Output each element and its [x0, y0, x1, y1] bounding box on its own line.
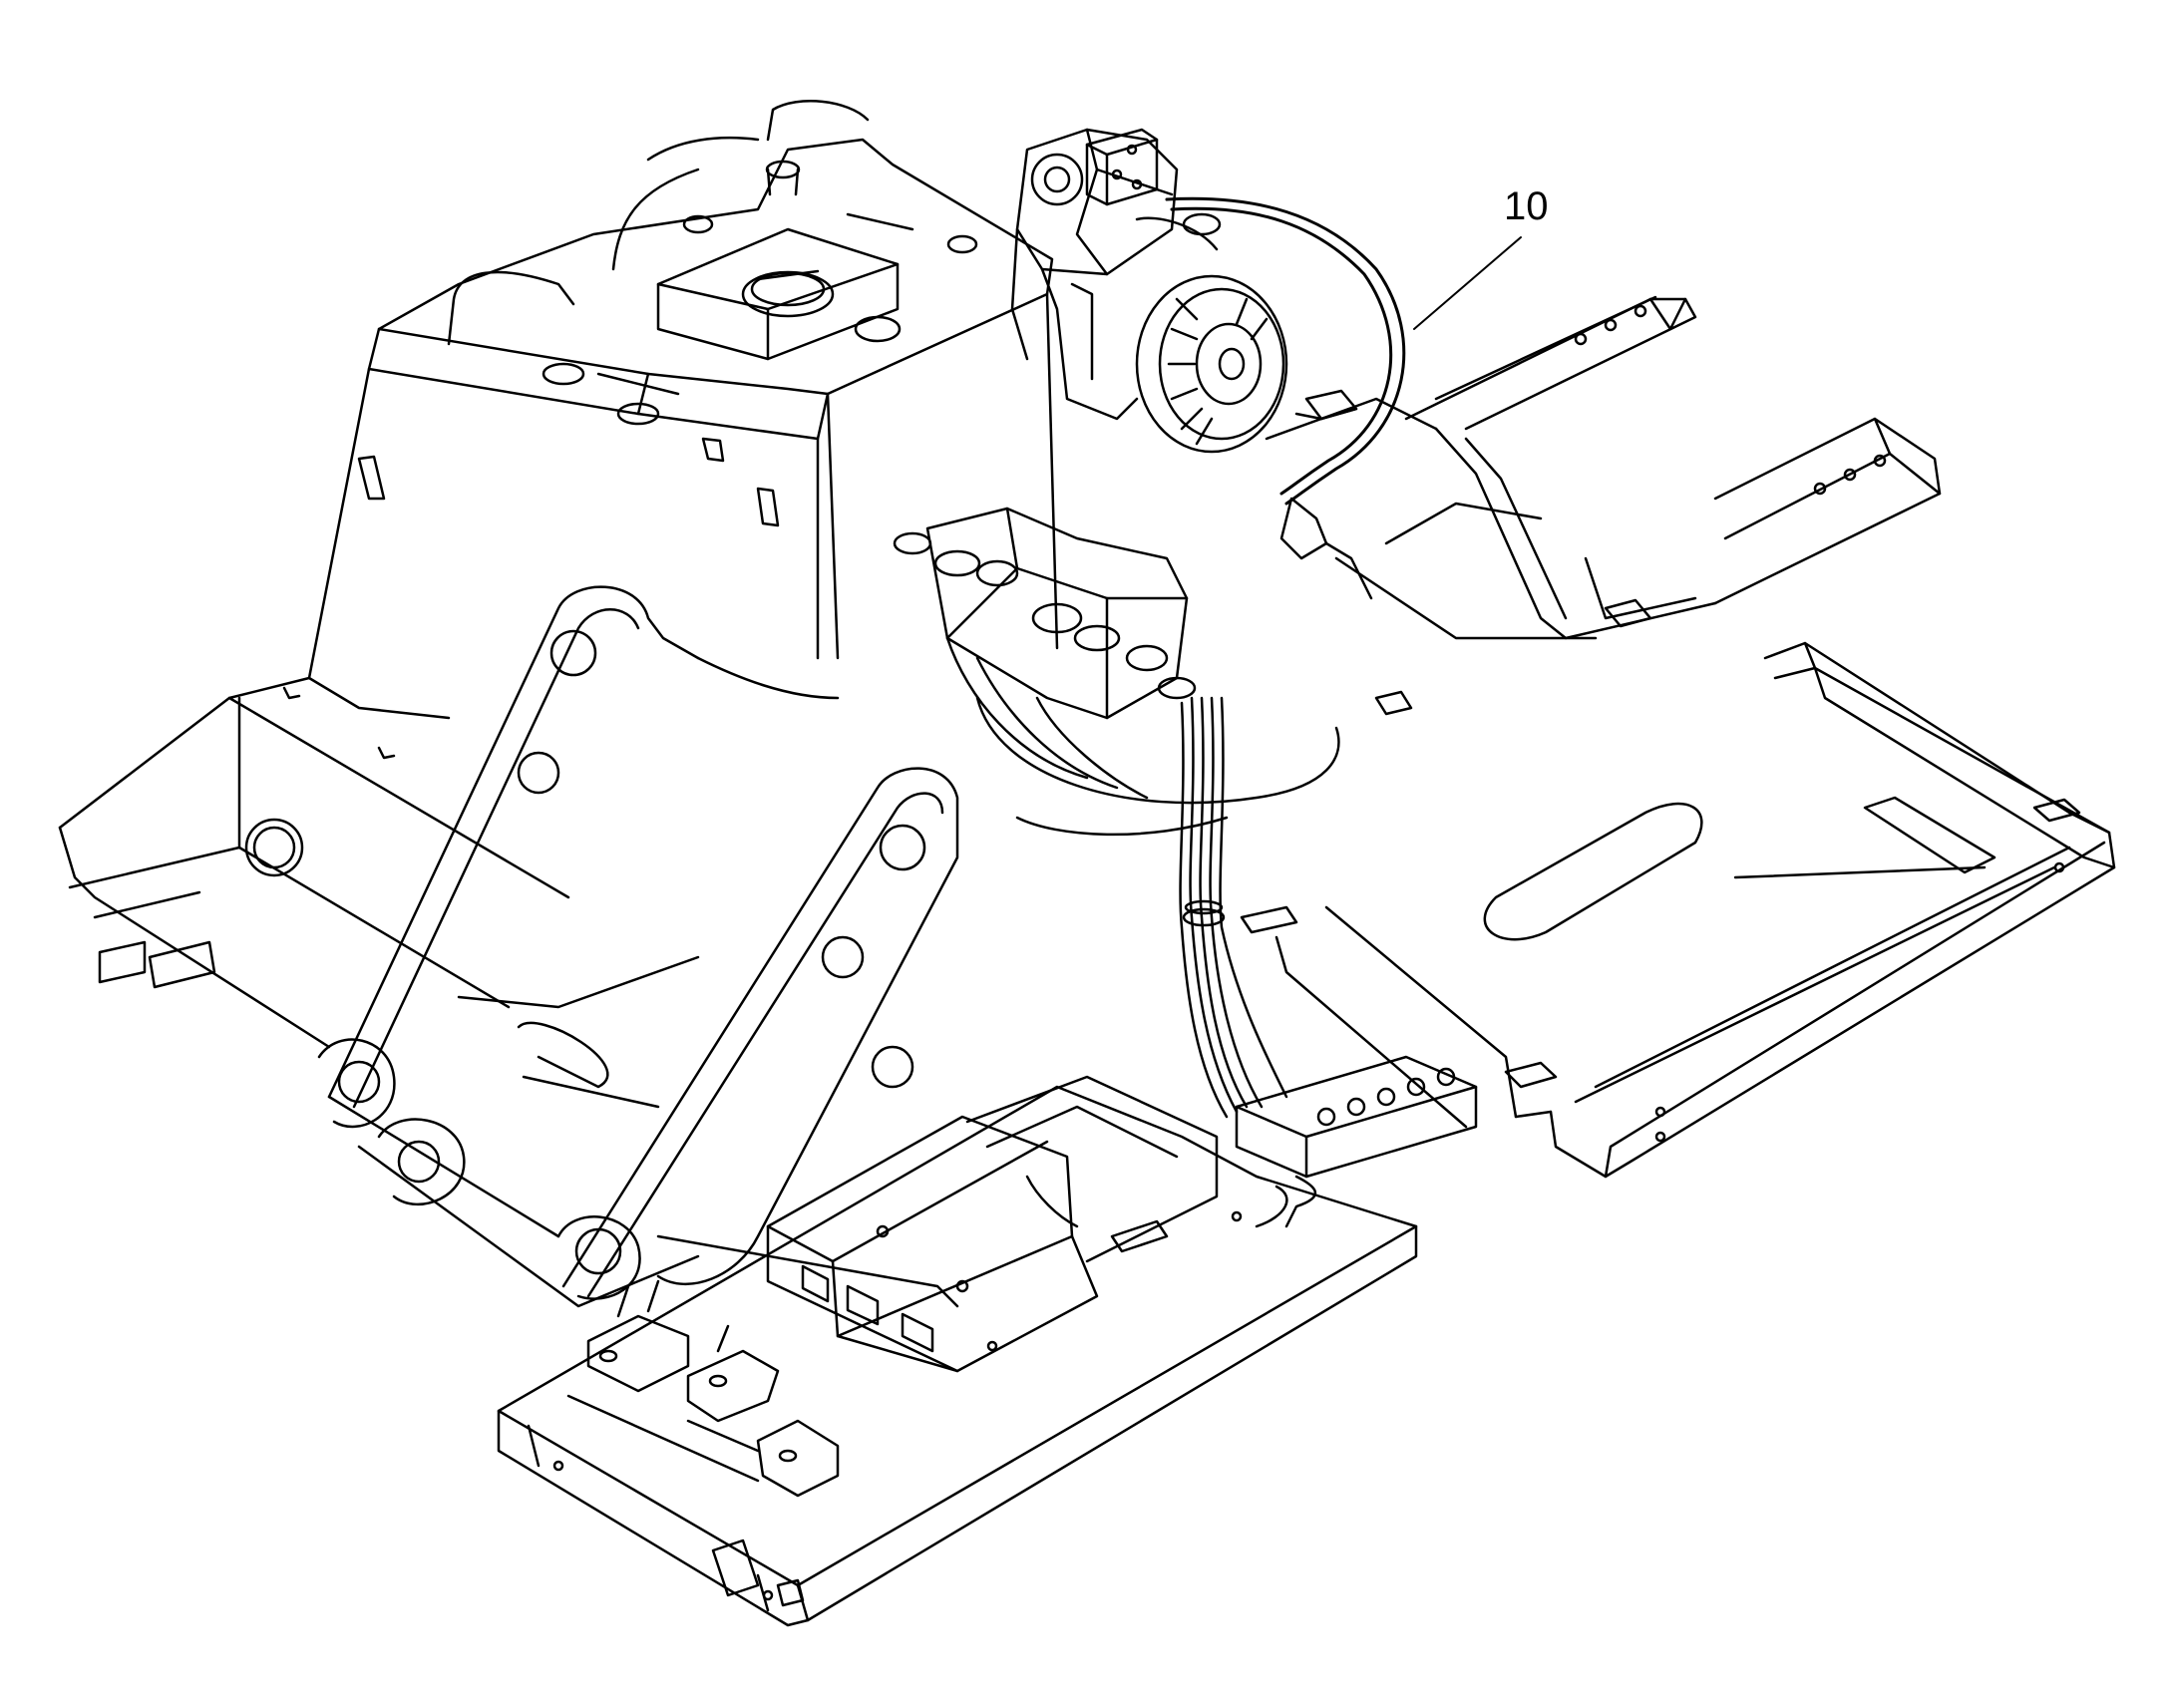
chassis-frame: [1265, 295, 1942, 716]
operator-platform: [497, 1075, 1418, 1627]
hose-bundle: [1179, 696, 1478, 1228]
engine-assembly: [1010, 128, 1288, 454]
control-valve: [893, 507, 1340, 837]
callout-10-leader-line: [1413, 236, 1522, 330]
track-frame: [1240, 641, 2116, 1179]
callout-10: 10: [1413, 184, 1549, 330]
tank-housing: [58, 100, 1059, 1049]
boom-bracket: [317, 585, 959, 1308]
callout-10-label: 10: [1504, 184, 1549, 228]
hydraulic-hose: [1165, 196, 1406, 600]
